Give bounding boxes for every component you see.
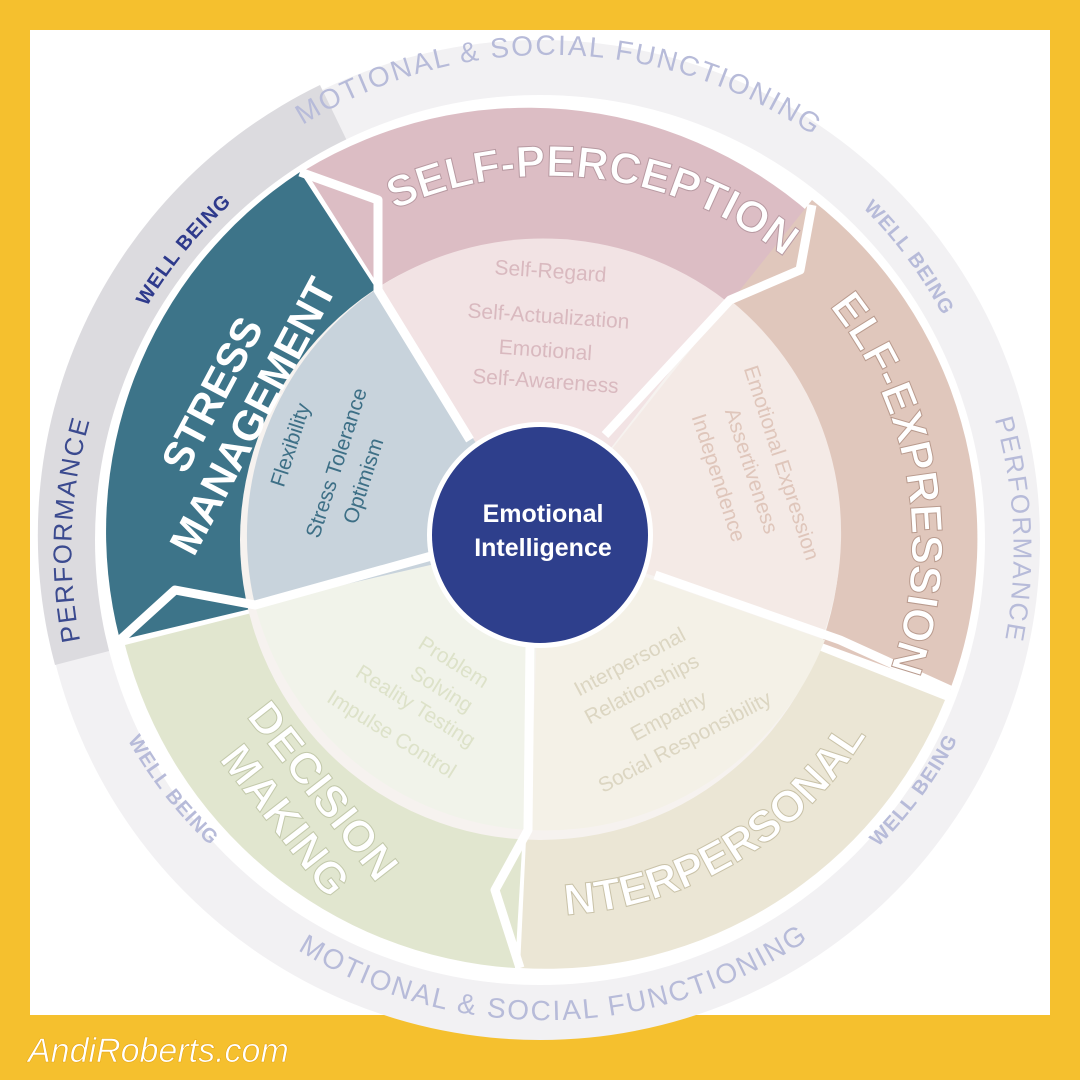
self-perception-inner	[375, 238, 725, 540]
wedge-dividers	[116, 167, 952, 970]
center-title-line1: Emotional	[483, 500, 604, 528]
signature: AndiRoberts.com	[26, 1032, 289, 1070]
center-title-line2: Intelligence	[474, 534, 612, 562]
center-circle	[432, 427, 648, 643]
